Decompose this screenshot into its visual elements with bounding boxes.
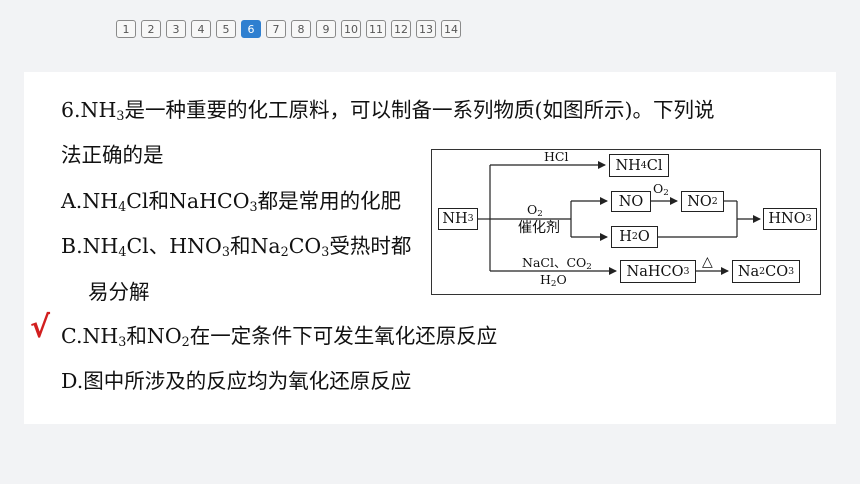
- box-no: NO: [611, 191, 651, 212]
- label-heat: △: [702, 254, 713, 270]
- page-button-12[interactable]: 12: [391, 20, 411, 38]
- page-button-11[interactable]: 11: [366, 20, 386, 38]
- page-button-10[interactable]: 10: [341, 20, 361, 38]
- option-b[interactable]: B.NH4Cl、HNO3和Na2CO3受热时都: [61, 234, 412, 260]
- label-h2o: H2O: [540, 272, 567, 289]
- page-button-8[interactable]: 8: [291, 20, 311, 38]
- page-button-9[interactable]: 9: [316, 20, 336, 38]
- option-b-continued: 易分解: [88, 280, 150, 304]
- page-button-5[interactable]: 5: [216, 20, 236, 38]
- label-o2-second: O2: [653, 181, 669, 198]
- page-button-6-current[interactable]: 6: [241, 20, 261, 38]
- page-button-2[interactable]: 2: [141, 20, 161, 38]
- correct-check-icon: √: [30, 310, 51, 345]
- label-catalyst: 催化剂: [518, 220, 560, 236]
- reaction-arrows: [478, 161, 761, 275]
- page-button-14[interactable]: 14: [441, 20, 461, 38]
- page-button-4[interactable]: 4: [191, 20, 211, 38]
- page-button-13[interactable]: 13: [416, 20, 436, 38]
- option-c[interactable]: C.NH3和NO2在一定条件下可发生氧化还原反应: [61, 324, 498, 350]
- page-button-1[interactable]: 1: [116, 20, 136, 38]
- label-hcl: HCl: [544, 149, 569, 164]
- question-stem: 6.NH3是一种重要的化工原料，可以制备一系列物质(如图所示)。下列说: [61, 98, 715, 124]
- option-a[interactable]: A.NH4Cl和NaHCO3都是常用的化肥: [61, 189, 402, 215]
- page-button-3[interactable]: 3: [166, 20, 186, 38]
- label-nacl-co2: NaCl、CO2: [522, 255, 592, 272]
- page-button-7[interactable]: 7: [266, 20, 286, 38]
- question-stem-line2: 法正确的是: [61, 143, 164, 167]
- label-o2: O2: [527, 202, 543, 219]
- option-d[interactable]: D.图中所涉及的反应均为氧化还原反应: [61, 369, 412, 393]
- page-navigation: 1 2 3 4 5 6 7 8 9 10 11 12 13 14: [116, 20, 461, 38]
